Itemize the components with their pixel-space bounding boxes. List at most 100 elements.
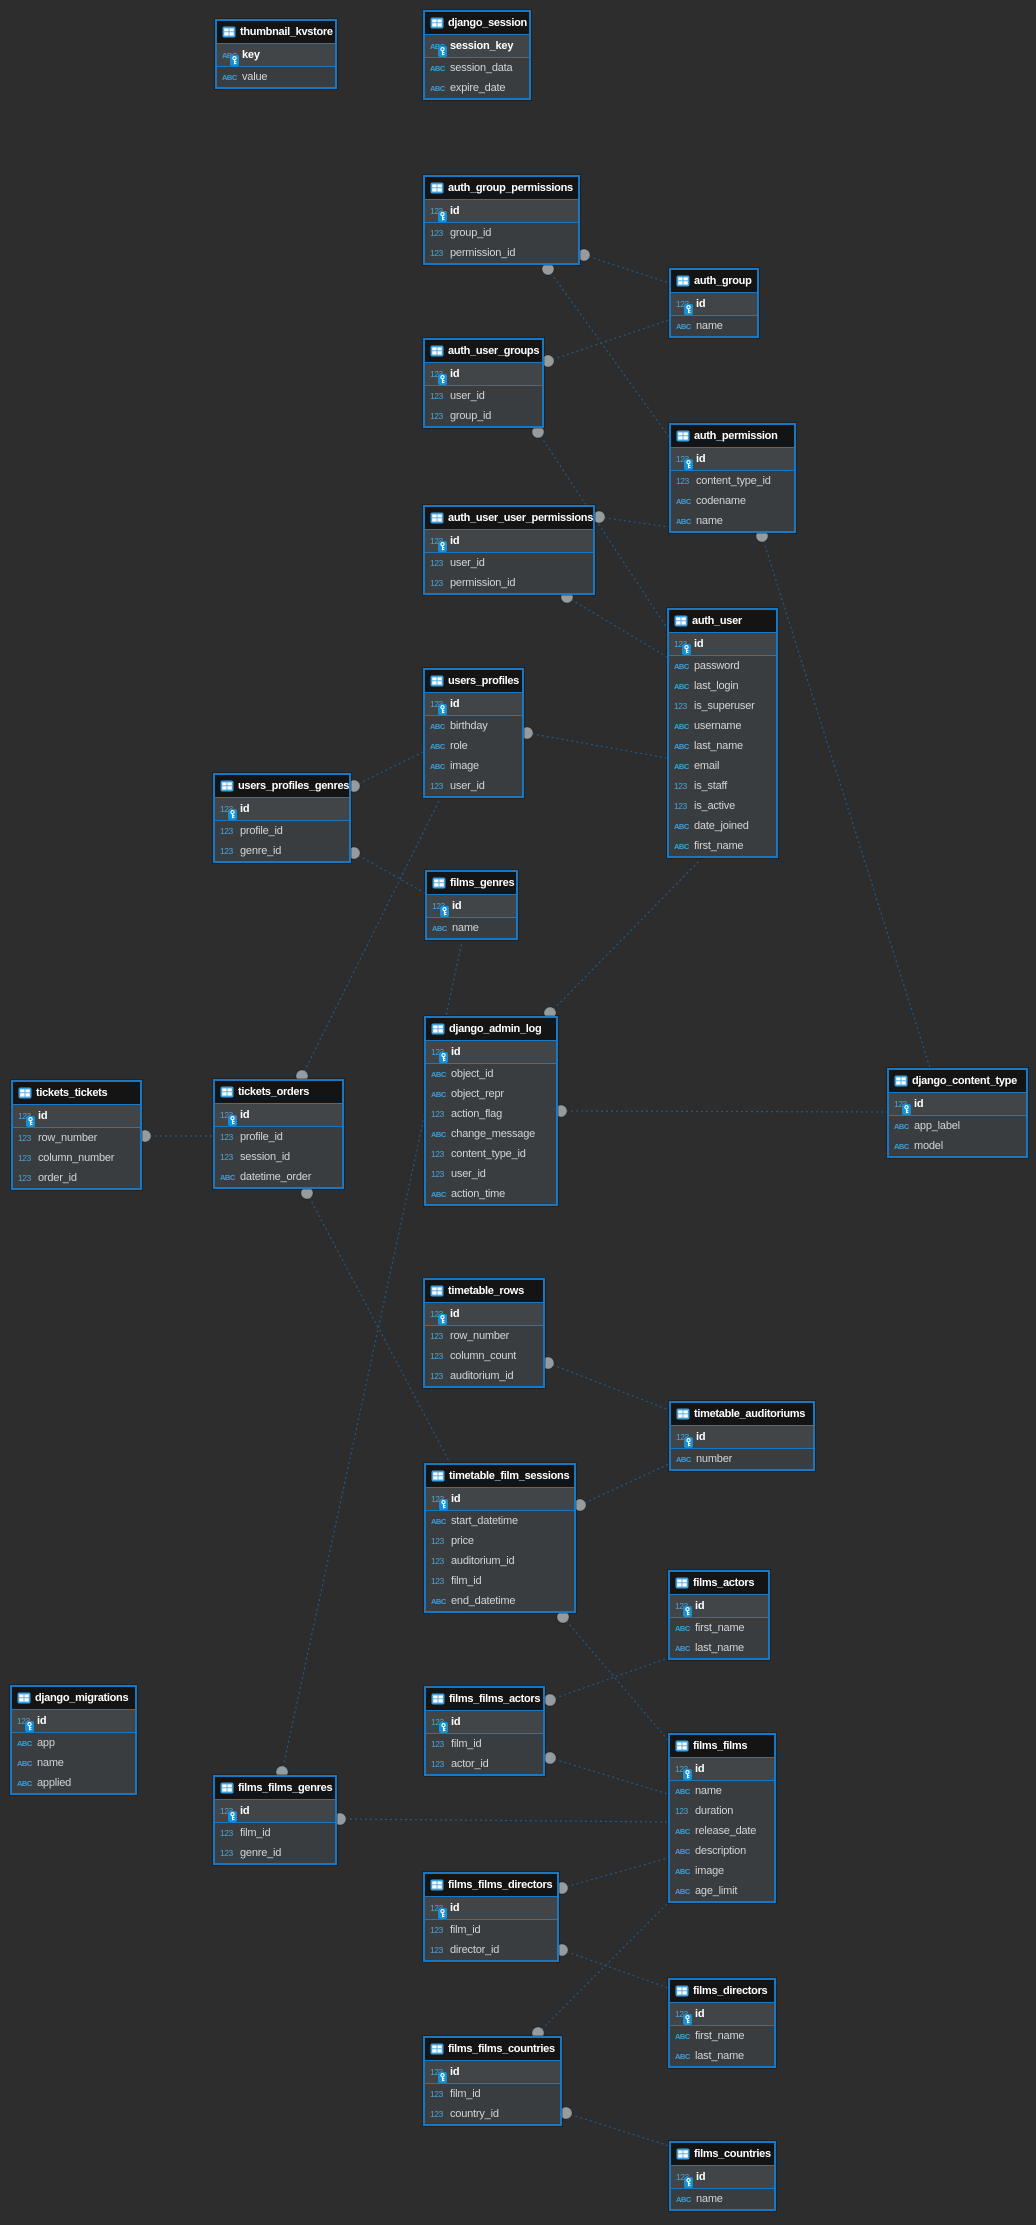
column-films_films_directors-director_id[interactable]: 123 director_id bbox=[425, 1940, 557, 1960]
column-films_films-description[interactable]: ABC description bbox=[670, 1841, 774, 1861]
table-auth_user_user_permissions[interactable]: auth_user_user_permissions 123 id 123 u bbox=[423, 505, 595, 595]
table-users_profiles[interactable]: users_profiles 123 id ABC birthday bbox=[423, 668, 524, 798]
table-header[interactable]: timetable_film_sessions bbox=[426, 1465, 574, 1488]
column-django_admin_log-user_id[interactable]: 123 user_id bbox=[426, 1164, 556, 1184]
column-films_films_countries-id[interactable]: 123 id bbox=[425, 2061, 560, 2084]
column-timetable_rows-row_number[interactable]: 123 row_number bbox=[425, 1326, 543, 1346]
column-django_admin_log-change_message[interactable]: ABC change_message bbox=[426, 1124, 556, 1144]
relationship-line-users_profiles_genres-profile_id[interactable] bbox=[353, 751, 424, 787]
connector-dot[interactable] bbox=[543, 1693, 557, 1707]
table-header[interactable]: django_migrations bbox=[12, 1687, 135, 1710]
column-django_content_type-model[interactable]: ABC model bbox=[889, 1136, 1026, 1156]
table-header[interactable]: django_session bbox=[425, 12, 529, 35]
column-django_migrations-name[interactable]: ABC name bbox=[12, 1753, 135, 1773]
table-header[interactable]: films_genres bbox=[427, 872, 516, 895]
table-films_films_genres[interactable]: films_films_genres 123 id 123 film_id bbox=[213, 1775, 337, 1865]
column-django_content_type-app_label[interactable]: ABC app_label bbox=[889, 1116, 1026, 1136]
column-django_admin_log-object_repr[interactable]: ABC object_repr bbox=[426, 1084, 556, 1104]
table-header[interactable]: django_admin_log bbox=[426, 1018, 556, 1041]
table-header[interactable]: timetable_rows bbox=[425, 1280, 543, 1303]
relationship-line-users_profiles-user_id[interactable] bbox=[526, 732, 668, 759]
table-films_films_directors[interactable]: films_films_directors 123 id 123 film_i bbox=[423, 1872, 559, 1962]
column-timetable_rows-auditorium_id[interactable]: 123 auditorium_id bbox=[425, 1366, 543, 1386]
column-films_films_actors-id[interactable]: 123 id bbox=[426, 1711, 543, 1734]
column-users_profiles-birthday[interactable]: ABC birthday bbox=[425, 716, 522, 736]
table-header[interactable]: films_countries bbox=[671, 2143, 774, 2166]
column-django_session-session_data[interactable]: ABC session_data bbox=[425, 58, 529, 78]
relationship-line-films_films_directors-film_id[interactable] bbox=[561, 1857, 669, 1889]
column-auth_user_user_permissions-permission_id[interactable]: 123 permission_id bbox=[425, 573, 593, 593]
column-django_migrations-id[interactable]: 123 id bbox=[12, 1710, 135, 1733]
column-timetable_film_sessions-film_id[interactable]: 123 film_id bbox=[426, 1571, 574, 1591]
column-thumbnail_kvstore-value[interactable]: ABC value bbox=[217, 67, 335, 87]
column-users_profiles-role[interactable]: ABC role bbox=[425, 736, 522, 756]
table-films_films[interactable]: films_films 123 id ABC name bbox=[668, 1733, 776, 1903]
column-auth_user_groups-user_id[interactable]: 123 user_id bbox=[425, 386, 542, 406]
column-films_genres-name[interactable]: ABC name bbox=[427, 918, 516, 938]
column-timetable_film_sessions-id[interactable]: 123 id bbox=[426, 1488, 574, 1511]
column-films_films_actors-actor_id[interactable]: 123 actor_id bbox=[426, 1754, 543, 1774]
table-auth_user[interactable]: auth_user 123 id ABC password bbox=[667, 608, 778, 858]
table-header[interactable]: tickets_orders bbox=[215, 1081, 342, 1104]
column-auth_permission-content_type_id[interactable]: 123 content_type_id bbox=[671, 471, 794, 491]
relationship-line-auth_group_permissions-group_id[interactable] bbox=[583, 254, 670, 284]
column-films_directors-first_name[interactable]: ABC first_name bbox=[670, 2026, 774, 2046]
column-users_profiles_genres-genre_id[interactable]: 123 genre_id bbox=[215, 841, 349, 861]
column-timetable_rows-column_count[interactable]: 123 column_count bbox=[425, 1346, 543, 1366]
relationship-line-films_films_directors-director_id[interactable] bbox=[561, 1949, 669, 1989]
column-timetable_film_sessions-auditorium_id[interactable]: 123 auditorium_id bbox=[426, 1551, 574, 1571]
table-header[interactable]: users_profiles bbox=[425, 670, 522, 693]
column-films_films_countries-country_id[interactable]: 123 country_id bbox=[425, 2104, 560, 2124]
column-django_admin_log-object_id[interactable]: ABC object_id bbox=[426, 1064, 556, 1084]
column-films_directors-id[interactable]: 123 id bbox=[670, 2003, 774, 2026]
column-django_session-session_key[interactable]: ABC session_key bbox=[425, 35, 529, 58]
column-auth_user_groups-group_id[interactable]: 123 group_id bbox=[425, 406, 542, 426]
column-films_films-release_date[interactable]: ABC release_date bbox=[670, 1821, 774, 1841]
table-header[interactable]: django_content_type bbox=[889, 1070, 1026, 1093]
table-header[interactable]: auth_group_permissions bbox=[425, 177, 578, 200]
relationship-line-auth_user_user_permissions-user_id[interactable] bbox=[566, 596, 668, 658]
column-auth_permission-id[interactable]: 123 id bbox=[671, 448, 794, 471]
table-header[interactable]: tickets_tickets bbox=[13, 1082, 140, 1105]
column-auth_permission-codename[interactable]: ABC codename bbox=[671, 491, 794, 511]
relationship-line-timetable_film_sessions-film_id[interactable] bbox=[562, 1616, 669, 1741]
table-tickets_orders[interactable]: tickets_orders 123 id 123 profile_id bbox=[213, 1079, 344, 1189]
table-header[interactable]: films_films_directors bbox=[425, 1874, 557, 1897]
connector-dot[interactable] bbox=[543, 1751, 557, 1765]
table-auth_user_groups[interactable]: auth_user_groups 123 id 123 user_id bbox=[423, 338, 544, 428]
column-films_films_directors-id[interactable]: 123 id bbox=[425, 1897, 557, 1920]
column-films_films_genres-film_id[interactable]: 123 film_id bbox=[215, 1823, 335, 1843]
table-films_countries[interactable]: films_countries 123 id ABC name bbox=[669, 2141, 776, 2211]
column-tickets_tickets-column_number[interactable]: 123 column_number bbox=[13, 1148, 140, 1168]
table-header[interactable]: thumbnail_kvstore bbox=[217, 21, 335, 44]
table-header[interactable]: films_films_actors bbox=[426, 1688, 543, 1711]
column-auth_user-email[interactable]: ABC email bbox=[669, 756, 776, 776]
column-timetable_film_sessions-end_datetime[interactable]: ABC end_datetime bbox=[426, 1591, 574, 1611]
column-auth_user-password[interactable]: ABC password bbox=[669, 656, 776, 676]
relationship-line-auth_user_user_permissions-permission_id[interactable] bbox=[598, 516, 670, 528]
table-films_directors[interactable]: films_directors 123 id ABC first_name bbox=[668, 1978, 776, 2068]
column-auth_permission-name[interactable]: ABC name bbox=[671, 511, 794, 531]
column-films_directors-last_name[interactable]: ABC last_name bbox=[670, 2046, 774, 2066]
table-films_genres[interactable]: films_genres 123 id ABC name bbox=[425, 870, 518, 940]
table-thumbnail_kvstore[interactable]: thumbnail_kvstore ABC key ABC value bbox=[215, 19, 337, 89]
table-django_content_type[interactable]: django_content_type 123 id ABC app_labe bbox=[887, 1068, 1028, 1158]
column-auth_user-username[interactable]: ABC username bbox=[669, 716, 776, 736]
table-header[interactable]: films_films bbox=[670, 1735, 774, 1758]
column-auth_group-name[interactable]: ABC name bbox=[671, 316, 757, 336]
column-auth_user_user_permissions-user_id[interactable]: 123 user_id bbox=[425, 553, 593, 573]
relationship-line-films_films_genres-film_id[interactable] bbox=[339, 1818, 669, 1823]
relationship-line-films_films_actors-film_id[interactable] bbox=[549, 1757, 669, 1795]
table-auth_permission[interactable]: auth_permission 123 id 123 content_type bbox=[669, 423, 796, 533]
table-django_migrations[interactable]: django_migrations 123 id ABC app bbox=[10, 1685, 137, 1795]
relationship-line-auth_group_permissions-permission_id[interactable] bbox=[547, 268, 670, 438]
column-auth_user-is_superuser[interactable]: 123 is_superuser bbox=[669, 696, 776, 716]
column-auth_user_groups-id[interactable]: 123 id bbox=[425, 363, 542, 386]
column-auth_user-id[interactable]: 123 id bbox=[669, 633, 776, 656]
column-auth_group_permissions-id[interactable]: 123 id bbox=[425, 200, 578, 223]
column-films_countries-name[interactable]: ABC name bbox=[671, 2189, 774, 2209]
table-header[interactable]: timetable_auditoriums bbox=[671, 1403, 813, 1426]
table-timetable_rows[interactable]: timetable_rows 123 id 123 row_number bbox=[423, 1278, 545, 1388]
column-films_films_directors-film_id[interactable]: 123 film_id bbox=[425, 1920, 557, 1940]
